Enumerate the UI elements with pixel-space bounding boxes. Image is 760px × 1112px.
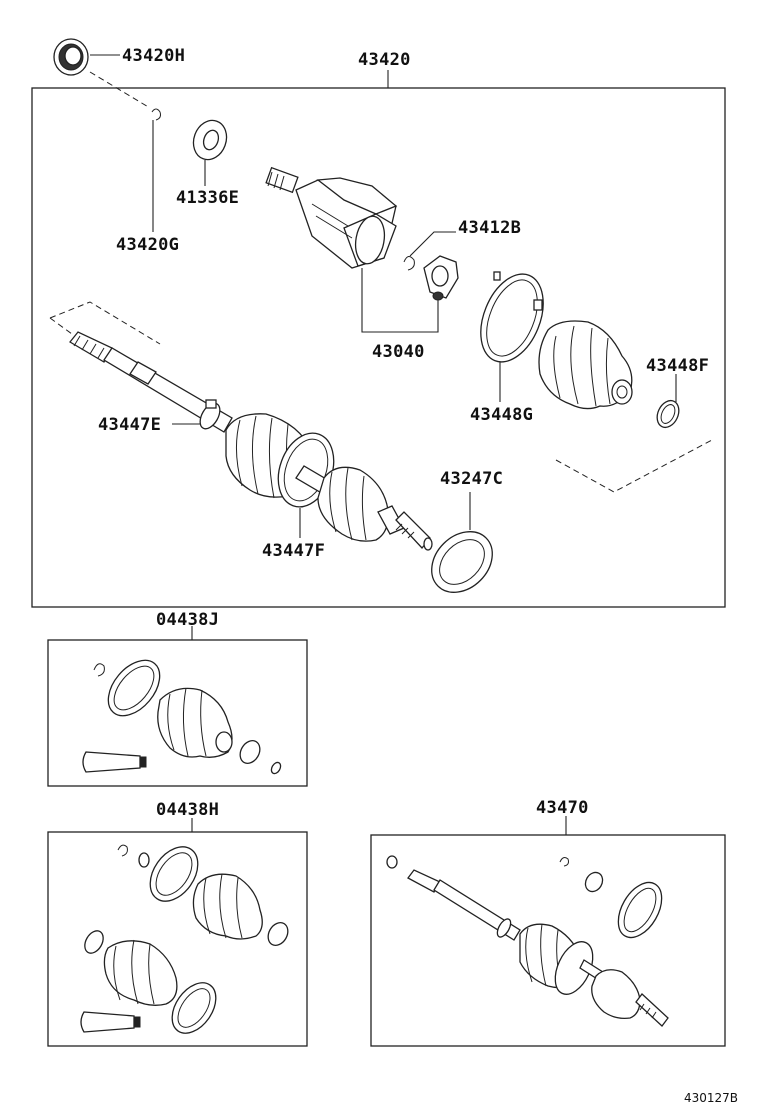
label-04438H[interactable]: 04438H — [156, 800, 219, 820]
kit-04438J-frame — [47, 639, 308, 787]
assembly-43470-frame — [370, 834, 726, 1047]
label-43412B[interactable]: 43412B — [458, 218, 521, 238]
dash-43420H — [89, 71, 151, 109]
washer-41336E[interactable] — [188, 116, 232, 165]
label-43448G[interactable]: 43448G — [470, 405, 533, 425]
label-43420H[interactable]: 43420H — [122, 46, 185, 66]
snap-ring-43412B[interactable] — [403, 256, 415, 271]
label-04438J[interactable]: 04438J — [156, 610, 219, 630]
outer-joint-stub[interactable] — [377, 505, 433, 551]
ring-43247C[interactable] — [420, 520, 505, 605]
diagram-code: 430127B — [684, 1091, 738, 1105]
leader-43412B — [409, 231, 456, 257]
outer-joint-boot[interactable] — [317, 466, 389, 542]
boot-band-43448G[interactable] — [469, 265, 555, 371]
label-43247C[interactable]: 43247C — [440, 469, 503, 489]
label-43448F[interactable]: 43448F — [646, 356, 709, 376]
inner-boot[interactable] — [538, 320, 633, 410]
label-43470[interactable]: 43470 — [536, 798, 589, 818]
kit-04438J-parts[interactable] — [82, 651, 282, 776]
label-43420[interactable]: 43420 — [358, 50, 411, 70]
label-41336E[interactable]: 41336E — [176, 188, 239, 208]
seal-43420H[interactable] — [53, 38, 89, 76]
label-43447E[interactable]: 43447E — [98, 415, 161, 435]
label-43447F[interactable]: 43447F — [262, 541, 325, 561]
kit-04438H-frame — [47, 831, 308, 1047]
assembly-43470-parts[interactable] — [386, 855, 671, 1027]
dash-left — [49, 301, 161, 345]
label-43420G[interactable]: 43420G — [116, 235, 179, 255]
drive-shaft[interactable] — [69, 331, 233, 433]
main-assembly-frame — [31, 87, 726, 608]
dash-right — [555, 439, 713, 493]
kit-04438H-parts[interactable] — [80, 838, 292, 1041]
tripod-joint[interactable] — [423, 255, 459, 301]
leader-43040 — [361, 268, 439, 333]
boot-band-43448F[interactable] — [653, 397, 683, 431]
clip-43420G[interactable] — [151, 108, 161, 121]
inner-joint-43040[interactable] — [265, 166, 398, 269]
label-43040[interactable]: 43040 — [372, 342, 425, 362]
